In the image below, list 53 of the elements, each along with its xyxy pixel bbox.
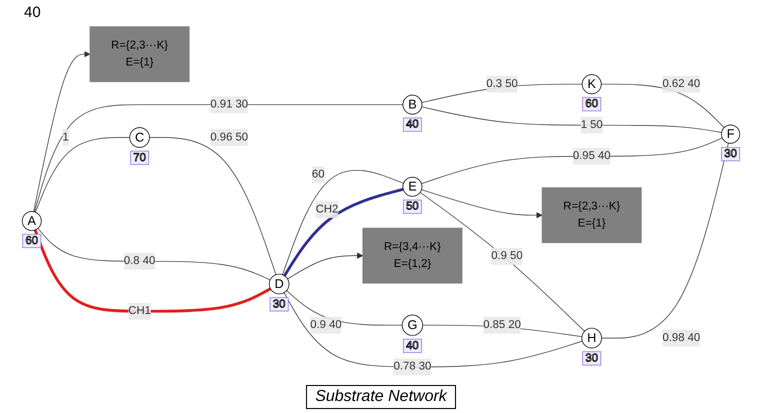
connector [38, 228, 271, 280]
edge-label: CH2 [316, 203, 338, 216]
connector [420, 192, 585, 332]
arrow [33, 51, 90, 212]
capacity-label: 50 [402, 200, 422, 214]
edge-label: 0.9 40 [310, 318, 342, 331]
capacity-label: 60 [22, 234, 42, 248]
edge-label: 60 [312, 168, 324, 180]
arrow [287, 252, 364, 280]
node-circle: E [402, 176, 422, 197]
node-circle: D [268, 274, 290, 294]
connector [282, 170, 404, 276]
connector [34, 104, 404, 212]
capacity-label: 30 [721, 147, 740, 162]
edge-label: 0.91 30 [210, 98, 248, 110]
connector [35, 137, 130, 213]
capacity-label: 30 [270, 297, 289, 312]
node-box: R={3,4···K} E={1,2} [362, 228, 462, 284]
connector [149, 137, 276, 276]
edge-label: 0.98 40 [662, 332, 700, 344]
node-circle: B [402, 94, 422, 115]
edge-label: 0.78 30 [394, 360, 432, 373]
node-circle: H [581, 328, 602, 348]
caption: Substrate Network [306, 385, 456, 409]
node-circle: A [22, 211, 42, 231]
connector [283, 188, 404, 276]
edge-label: 0.85 20 [483, 318, 521, 331]
node-circle: K [582, 74, 602, 94]
note-label: 40 [24, 4, 41, 21]
edge-label: 0.9 50 [491, 250, 523, 262]
edge-label: 0.8 40 [124, 254, 156, 267]
node-box: R={2,3···K} E={1} [542, 187, 642, 244]
capacity-label: 40 [402, 338, 422, 353]
edge-label: 1 [62, 131, 69, 144]
edge-label: 1 50 [580, 118, 603, 131]
node-box: R={2,3···K} E={1} [90, 26, 190, 82]
edge-label: 0.95 40 [572, 150, 611, 162]
connector [421, 106, 722, 133]
edge-label: CH1 [128, 304, 151, 317]
edge-label: 0.3 50 [486, 78, 518, 90]
node-circle: F [721, 124, 740, 144]
capacity-label: 40 [402, 118, 422, 132]
arrow [421, 189, 542, 218]
capacity-label: 60 [582, 97, 602, 112]
node-circle: C [129, 127, 150, 148]
edge-label: 0.62 40 [662, 78, 700, 90]
connector [601, 142, 729, 338]
connector [34, 229, 272, 313]
connector [421, 138, 723, 184]
capacity-label: 70 [130, 150, 150, 165]
edge-label: 0.96 50 [210, 131, 248, 144]
node-circle: G [402, 314, 424, 336]
capacity-label: 30 [582, 351, 602, 366]
